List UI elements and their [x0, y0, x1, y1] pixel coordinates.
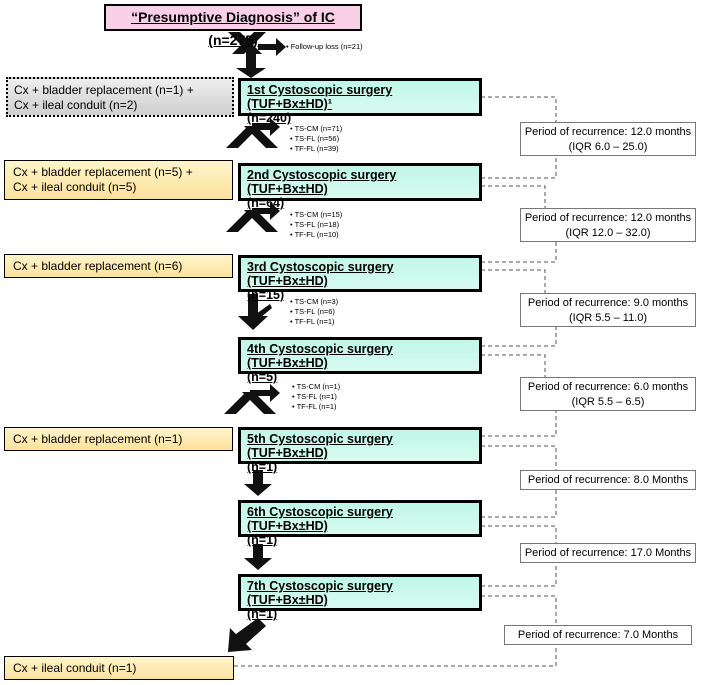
split-arrow: [226, 202, 280, 232]
recurrence-label: Period of recurrence: 6.0 months: [527, 381, 689, 393]
dash-connector: [481, 269, 546, 296]
recurrence-iqr: (IQR 5.5 – 6.5): [571, 396, 645, 408]
transition-note-3: TS-CM (n=3) TS-FL (n=6) TF-FL (n=1): [290, 297, 339, 327]
dash-connector: [481, 595, 557, 627]
recurrence-label: Period of recurrence: 8.0 Months: [527, 474, 689, 486]
note-item: TF-FL (n=1): [290, 317, 338, 327]
surgery-title: 5th Cystoscopic surgery (TUF+Bx±HD): [247, 432, 393, 460]
recurrence-iqr: (IQR 12.0 – 32.0): [565, 227, 651, 239]
note-item: TS-CM (n=15): [290, 210, 343, 220]
recurrence-box-5: Period of recurrence: 8.0 Months: [520, 470, 696, 490]
transition-note-4: TS-CM (n=1) TS-FL (n=1) TF-FL (n=1): [292, 382, 341, 412]
outcome-box-1: Cx + bladder replacement (n=1) + Cx + il…: [6, 77, 234, 117]
transition-note-2: TS-CM (n=15) TS-FL (n=18) TF-FL (n=10): [290, 210, 343, 240]
outcome-line: Cx + bladder replacement (n=6): [13, 259, 183, 273]
outcome-box-5: Cx + bladder replacement (n=1): [4, 427, 233, 451]
dash-connector: [481, 185, 546, 211]
recurrence-iqr: (IQR 6.0 – 25.0): [568, 141, 648, 153]
dash-connector: [481, 326, 557, 347]
note-item: TF-FL (n=1): [292, 402, 340, 412]
surgery-title: 3rd Cystoscopic surgery (TUF+Bx±HD): [247, 260, 394, 288]
outcome-box-3: Cx + bladder replacement (n=6): [4, 254, 233, 278]
recurrence-label: Period of recurrence: 12.0 months: [524, 212, 692, 224]
recurrence-iqr: (IQR 5.5 – 11.0): [568, 312, 648, 324]
dash-connector: [234, 644, 557, 667]
recurrence-box-4: Period of recurrence: 6.0 months (IQR 5.…: [520, 377, 696, 411]
followup-label: Follow-up loss (n=21): [286, 42, 363, 52]
outcome-line: Cx + bladder replacement (n=1) +: [14, 83, 194, 97]
note-item: TS-CM (n=71): [290, 124, 343, 134]
dash-connector: [481, 240, 557, 263]
recurrence-label: Period of recurrence: 9.0 months: [527, 297, 689, 309]
surgery-box-2: 2nd Cystoscopic surgery (TUF+Bx±HD) (n=6…: [238, 163, 482, 210]
recurrence-box-2: Period of recurrence: 12.0 months (IQR 1…: [520, 208, 696, 242]
presumptive-diagnosis-label: “Presumptive Diagnosis” of IC (n=275): [131, 9, 335, 48]
surgery-count: (n=240): [247, 111, 292, 125]
surgery-box-1: 1st Cystoscopic surgery (TUF+Bx±HD)¹ (n=…: [238, 78, 482, 125]
note-item: TF-FL (n=10): [290, 230, 342, 240]
surgery-count: (n=1): [247, 607, 278, 621]
outcome-line: Cx + ileal conduit (n=5): [13, 180, 137, 194]
recurrence-box-6: Period of recurrence: 17.0 Months: [520, 543, 696, 563]
note-item: TS-FL (n=6): [290, 307, 338, 317]
surgery-box-6: 6th Cystoscopic surgery (TUF+Bx±HD) (n=1…: [238, 500, 482, 547]
presumptive-diagnosis-box: “Presumptive Diagnosis” of IC (n=275): [104, 4, 362, 48]
recurrence-label: Period of recurrence: 17.0 Months: [524, 547, 692, 559]
note-item: TS-CM (n=1): [292, 382, 341, 392]
outcome-line: Cx + bladder replacement (n=5) +: [13, 165, 193, 179]
dash-connector: [481, 525, 557, 545]
note-item: TS-FL (n=1): [292, 392, 340, 402]
down-arrow: [238, 294, 272, 330]
split-arrow: [224, 384, 280, 414]
surgery-count: (n=5): [247, 370, 278, 384]
surgery-box-4: 4th Cystoscopic surgery (TUF+Bx±HD) (n=5…: [238, 337, 482, 384]
outcome-line: Cx + ileal conduit (n=1): [13, 661, 137, 675]
surgery-count: (n=64): [247, 196, 285, 210]
dash-connector: [481, 150, 557, 179]
diagonal-arrow: [228, 618, 266, 652]
note-item: TF-FL (n=39): [290, 144, 342, 154]
outcome-box-final: Cx + ileal conduit (n=1): [4, 656, 234, 680]
recurrence-label: Period of recurrence: 7.0 Months: [517, 629, 679, 641]
note-item: TS-FL (n=56): [290, 134, 342, 144]
surgery-title: 2nd Cystoscopic surgery (TUF+Bx±HD): [247, 168, 397, 196]
surgery-title: 4th Cystoscopic surgery (TUF+Bx±HD): [247, 342, 393, 370]
transition-note-1: TS-CM (n=71) TS-FL (n=56) TF-FL (n=39): [290, 124, 343, 154]
surgery-title: 6th Cystoscopic surgery (TUF+Bx±HD): [247, 505, 393, 533]
dash-connector: [481, 488, 557, 518]
outcome-box-2: Cx + bladder replacement (n=5) + Cx + il…: [4, 160, 233, 200]
outcome-line: Cx + bladder replacement (n=1): [13, 432, 183, 446]
surgery-box-7: 7th Cystoscopic surgery (TUF+Bx±HD) (n=1…: [238, 574, 482, 621]
surgery-count: (n=1): [247, 533, 278, 547]
surgery-box-5: 5th Cystoscopic surgery (TUF+Bx±HD) (n=1…: [238, 427, 482, 474]
down-arrow: [244, 470, 272, 496]
down-arrow: [244, 544, 272, 570]
recurrence-box-1: Period of recurrence: 12.0 months (IQR 6…: [520, 122, 696, 156]
split-arrow: [228, 32, 286, 78]
dash-connector: [481, 445, 557, 470]
recurrence-box-7: Period of recurrence: 7.0 Months: [504, 625, 692, 645]
surgery-count: (n=1): [247, 460, 278, 474]
outcome-line: Cx + ileal conduit (n=2): [14, 98, 138, 112]
followup-note: Follow-up loss (n=21): [286, 42, 363, 52]
surgery-box-3: 3rd Cystoscopic surgery (TUF+Bx±HD) (n=1…: [238, 255, 482, 302]
surgery-title: 7th Cystoscopic surgery (TUF+Bx±HD): [247, 579, 393, 607]
surgery-title: 1st Cystoscopic surgery (TUF+Bx±HD)¹: [247, 83, 393, 111]
dash-connector: [481, 562, 557, 587]
note-item: TS-FL (n=18): [290, 220, 342, 230]
note-item: TS-CM (n=3): [290, 297, 339, 307]
split-arrow: [226, 118, 280, 148]
dash-connector: [481, 408, 557, 437]
surgery-count: (n=15): [247, 288, 285, 302]
recurrence-box-3: Period of recurrence: 9.0 months (IQR 5.…: [520, 293, 696, 327]
recurrence-label: Period of recurrence: 12.0 months: [524, 126, 692, 138]
dash-connector: [481, 96, 557, 126]
